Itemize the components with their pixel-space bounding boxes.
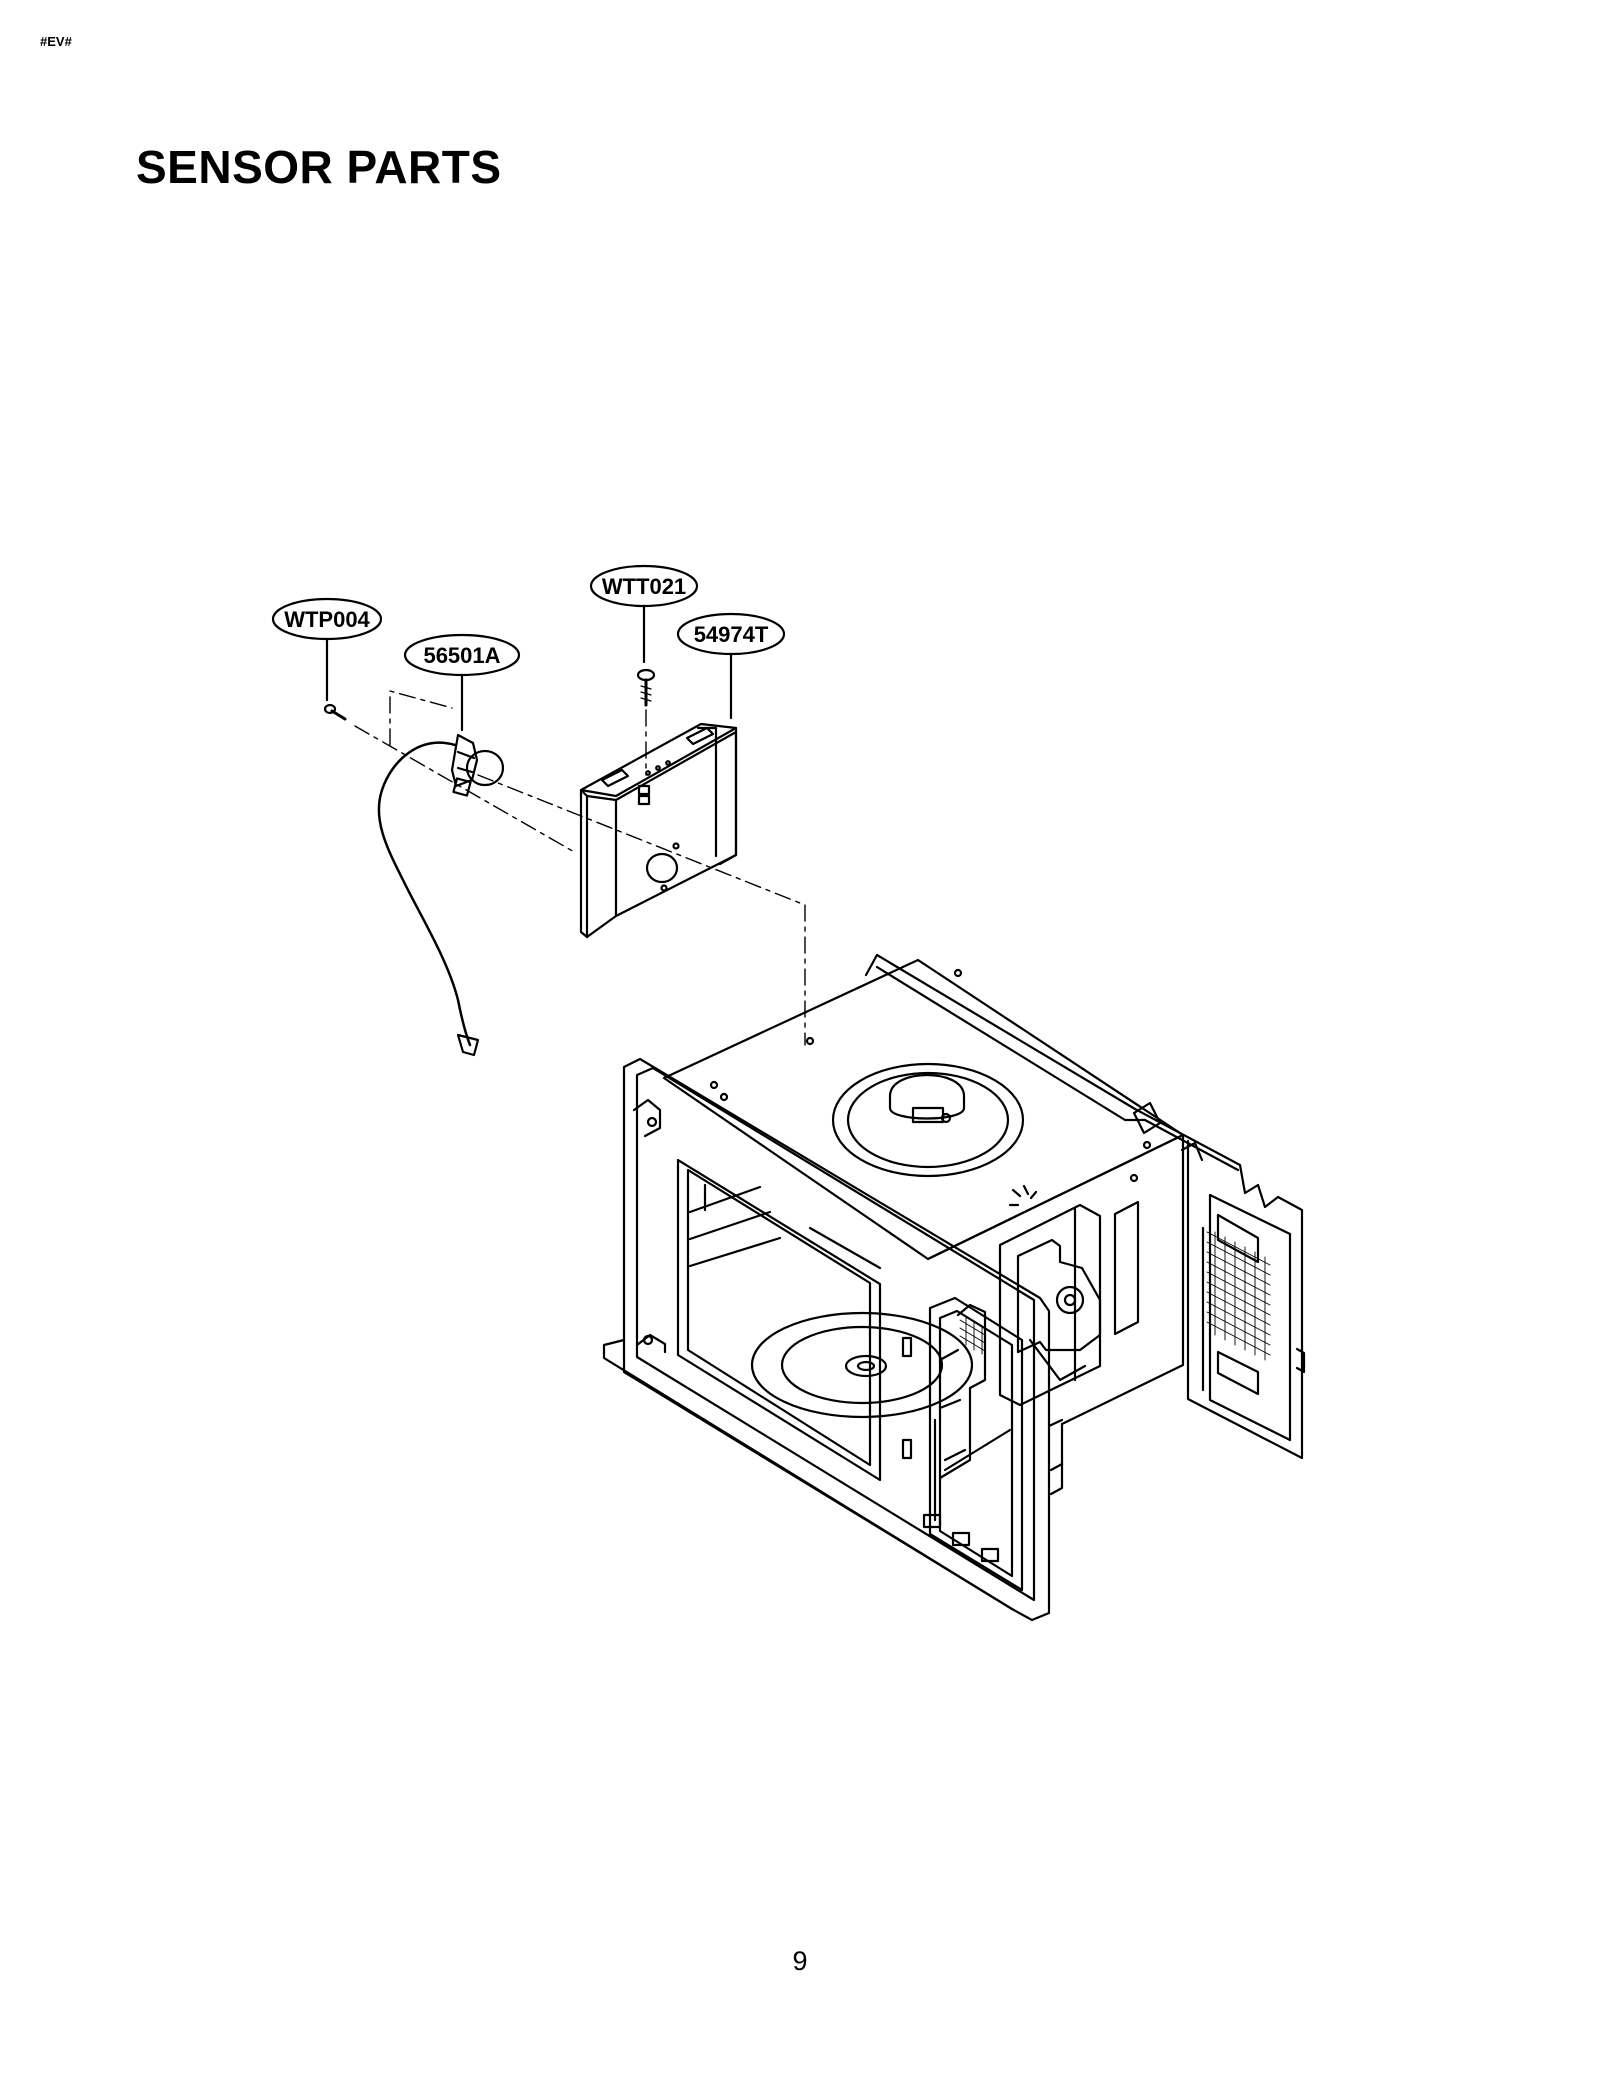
document-code: #EV# <box>40 34 72 49</box>
assembly-lines <box>354 690 806 1046</box>
callout-56501a: 56501A <box>403 633 521 732</box>
callout-wtt021: WTT021 <box>589 564 699 664</box>
screw-wtt021-drawing <box>636 668 656 707</box>
humidity-sensor-drawing <box>377 733 505 1057</box>
callout-54974t-label: 54974T <box>694 622 769 647</box>
callout-wtp004-label: WTP004 <box>284 607 370 632</box>
callout-wtp004: WTP004 <box>271 597 383 702</box>
sensor-bracket-drawing <box>579 722 738 939</box>
oven-cavity-drawing <box>602 953 1306 1622</box>
callout-54974t: 54974T <box>676 612 786 720</box>
page-number: 9 <box>792 1946 808 1976</box>
callout-56501a-label: 56501A <box>423 643 500 668</box>
page-title: SENSOR PARTS <box>136 141 502 193</box>
callout-wtt021-label: WTT021 <box>602 574 686 599</box>
screw-wtp004-drawing <box>323 703 347 721</box>
